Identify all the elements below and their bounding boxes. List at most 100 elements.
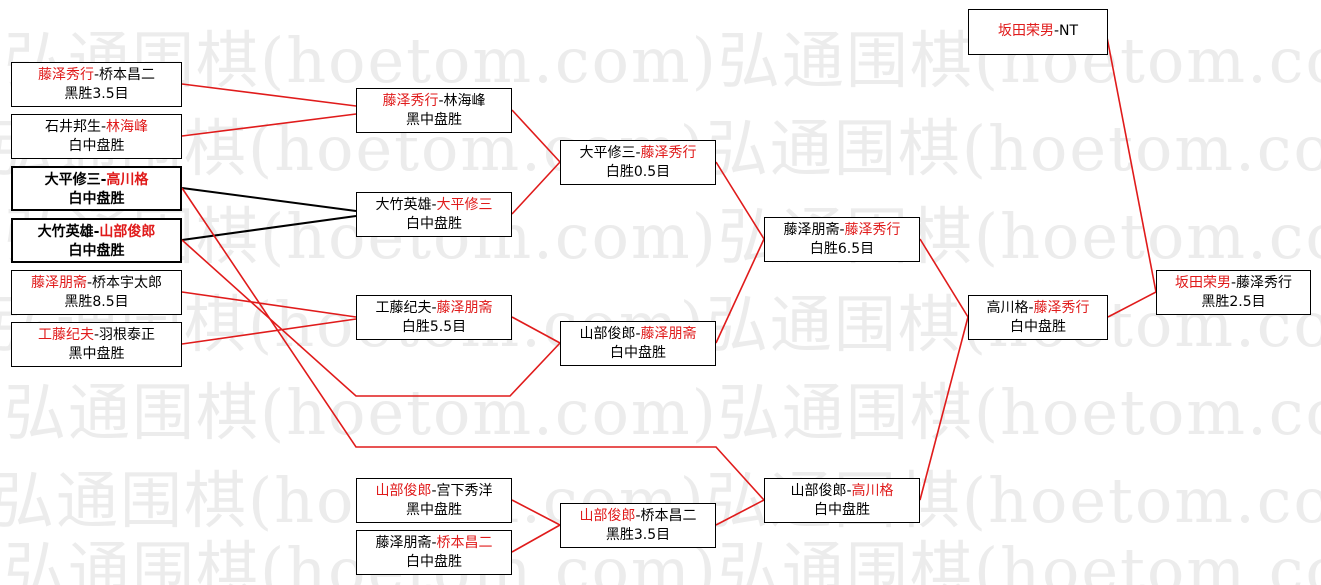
bracket-connector: [511, 161, 561, 215]
player-black: 工藤纪夫: [37, 327, 94, 343]
game-box: 大平修三-藤泽秀行白胜0.5目: [560, 140, 716, 185]
player-white: 林海峰: [443, 93, 486, 109]
player-separator: -: [846, 483, 852, 499]
player-white: 藤泽秀行: [1033, 300, 1090, 316]
game-players: 高川格-藤泽秀行: [969, 299, 1107, 318]
bracket-connector: [181, 318, 357, 345]
game-result: 白中盘胜: [814, 502, 870, 518]
game-box: 大平修三-高川格白中盘胜: [11, 166, 182, 211]
player-black: 大竹英雄: [37, 224, 94, 240]
game-box: 藤泽朋斋-桥本宇太郎黑胜8.5目: [11, 270, 182, 315]
player-black: 大竹英雄: [375, 197, 432, 213]
game-players: 坂田荣男-藤泽秀行: [1157, 274, 1310, 293]
game-result: 白中盘胜: [406, 216, 462, 232]
player-white: 藤泽朋斋: [640, 326, 697, 342]
player-white: 大平修三: [436, 197, 493, 213]
game-box: 高川格-藤泽秀行白中盘胜: [968, 295, 1108, 340]
player-separator: -: [93, 224, 100, 240]
game-box: 藤泽朋斋-藤泽秀行白胜6.5目: [764, 217, 920, 262]
player-black: 藤泽朋斋: [30, 275, 87, 291]
player-black: 工藤纪夫: [375, 300, 432, 316]
player-white: 藤泽秀行: [640, 145, 697, 161]
game-result: 白胜0.5目: [605, 164, 671, 180]
player-black: 坂田荣男: [1174, 275, 1231, 291]
player-separator: -: [635, 508, 641, 524]
player-separator: -: [86, 275, 93, 291]
player-separator: -: [1230, 275, 1237, 291]
game-box: 石井邦生-林海峰白中盘胜: [11, 114, 182, 159]
game-box: 藤泽秀行-桥本昌二黑胜3.5目: [11, 62, 182, 107]
game-players: 藤泽秀行-林海峰: [357, 92, 511, 111]
player-black: 山部俊郎: [579, 508, 636, 524]
bracket-connector: [511, 109, 561, 163]
player-black: 大平修三: [44, 172, 101, 188]
game-box: 山部俊郎-宫下秀洋黑中盘胜: [356, 478, 512, 523]
bracket-connector: [715, 161, 765, 240]
game-box: 坂田荣男-藤泽秀行黑胜2.5目: [1156, 270, 1311, 315]
player-white: 桥本昌二: [640, 508, 697, 524]
player-black: 坂田荣男: [997, 23, 1054, 39]
player-separator: -: [635, 326, 641, 342]
game-box: 工藤纪夫-羽根泰正黑中盘胜: [11, 322, 182, 367]
game-result: 黑中盘胜: [406, 502, 462, 518]
player-separator: -: [100, 172, 107, 188]
game-box: 山部俊郎-藤泽朋斋白中盘胜: [560, 321, 716, 366]
game-players: 大竹英雄-山部俊郎: [13, 223, 180, 242]
player-white: 山部俊郎: [99, 224, 156, 240]
player-black: 山部俊郎: [790, 483, 847, 499]
bracket-connector: [511, 499, 561, 526]
game-box: 工藤纪夫-藤泽朋斋白胜5.5目: [356, 295, 512, 340]
bracket-connector: [1107, 291, 1157, 318]
game-result: 黑胜3.5目: [605, 527, 671, 543]
game-box: 藤泽朋斋-桥本昌二白中盘胜: [356, 530, 512, 575]
player-black: 石井邦生: [44, 119, 101, 135]
game-box: 坂田荣男-NT: [968, 9, 1108, 55]
game-players: 藤泽朋斋-桥本宇太郎: [12, 274, 181, 293]
player-black: 藤泽秀行: [382, 93, 439, 109]
bracket-connector: [919, 238, 969, 318]
player-white: 桥本宇太郎: [92, 275, 163, 291]
player-white: 高川格: [106, 172, 149, 188]
game-result: 白中盘胜: [68, 243, 125, 259]
player-white: 羽根泰正: [99, 327, 156, 343]
player-separator: -: [431, 535, 437, 551]
game-result: 白中盘胜: [68, 138, 125, 154]
player-white: 高川格: [851, 483, 894, 499]
game-box: 大竹英雄-大平修三白中盘胜: [356, 192, 512, 237]
game-result: 白中盘胜: [610, 345, 666, 361]
game-players: 山部俊郎-宫下秀洋: [357, 482, 511, 501]
bracket-connector: [511, 524, 561, 553]
player-white: 宫下秀洋: [436, 483, 493, 499]
bracket-connector: [715, 499, 765, 526]
player-separator: -: [431, 300, 437, 316]
game-result: 黑中盘胜: [68, 346, 125, 362]
game-players: 藤泽朋斋-藤泽秀行: [765, 221, 919, 240]
player-separator: -: [438, 93, 444, 109]
game-box: 山部俊郎-桥本昌二黑胜3.5目: [560, 503, 716, 548]
player-separator: -: [1053, 23, 1060, 39]
player-black: 高川格: [986, 300, 1029, 316]
player-white: 林海峰: [106, 119, 149, 135]
game-box: 大竹英雄-山部俊郎白中盘胜: [11, 218, 182, 263]
bracket-connector: [181, 113, 357, 137]
game-players: 大平修三-高川格: [13, 171, 180, 190]
player-white: 藤泽秀行: [1236, 275, 1293, 291]
game-result: 白胜6.5目: [809, 241, 875, 257]
player-white: 藤泽秀行: [844, 222, 901, 238]
player-separator: -: [839, 222, 845, 238]
game-box: 山部俊郎-高川格白中盘胜: [764, 478, 920, 523]
game-result: 黑中盘胜: [406, 112, 462, 128]
game-players: 大竹英雄-大平修三: [357, 196, 511, 215]
game-result: 白胜5.5目: [401, 319, 467, 335]
game-players: 山部俊郎-桥本昌二: [561, 507, 715, 526]
game-result: 白中盘胜: [1010, 319, 1066, 335]
player-black: 大平修三: [579, 145, 636, 161]
game-players: 藤泽秀行-桥本昌二: [12, 66, 181, 85]
bracket-connector: [511, 316, 561, 344]
bracket-connector: [715, 238, 765, 344]
game-players: 坂田荣男-NT: [969, 22, 1107, 41]
bracket-connector: [181, 187, 357, 212]
player-black: 山部俊郎: [579, 326, 636, 342]
bracket-connector: [181, 239, 561, 397]
